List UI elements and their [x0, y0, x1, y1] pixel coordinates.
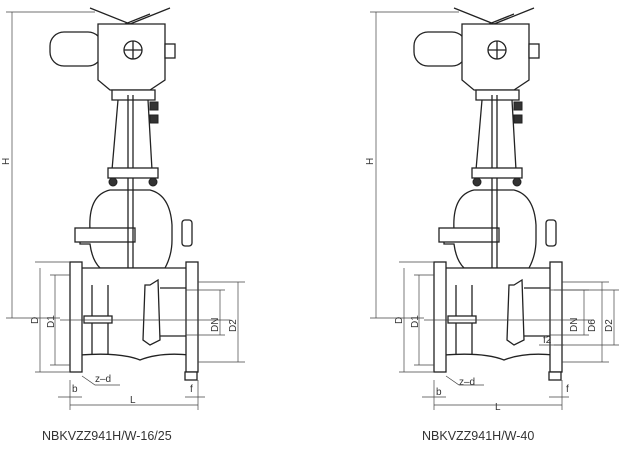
- caption-right: NBKVZZ941H/W-40: [422, 429, 534, 443]
- dim-z-d: z–d: [95, 374, 111, 385]
- dim-D1: D1: [46, 315, 57, 328]
- dim-b: b: [72, 384, 78, 395]
- dim-D1: D1: [410, 315, 421, 328]
- dim-f: f: [566, 384, 569, 395]
- valve-drawing-left: [5, 7, 246, 411]
- caption-left: NBKVZZ941H/W-16/25: [42, 429, 172, 443]
- dim-DN: DN: [569, 318, 580, 332]
- dim-H: H: [365, 158, 376, 165]
- dim-L: L: [495, 402, 501, 413]
- dim-f: f: [190, 384, 193, 395]
- dim-L: L: [130, 395, 136, 406]
- dim-b: b: [436, 387, 442, 398]
- labels-right: H D D1 DN D6 D2 f2 z–d b f L NBKVZZ941H/…: [365, 158, 615, 443]
- dim-D2: D2: [228, 319, 239, 332]
- labels-left: H D D1 DN D2 z–d b f L NBKVZZ941H/W-16/2…: [1, 158, 239, 443]
- dim-D: D: [30, 317, 41, 324]
- dim-D2: D2: [604, 319, 615, 332]
- dim-H: H: [1, 158, 12, 165]
- valve-drawing-right: [369, 7, 619, 411]
- dim-D: D: [394, 317, 405, 324]
- dim-D6: D6: [587, 319, 598, 332]
- dim-z-d: z–d: [459, 377, 475, 388]
- dim-f2: f2: [543, 335, 552, 346]
- dim-DN: DN: [210, 318, 221, 332]
